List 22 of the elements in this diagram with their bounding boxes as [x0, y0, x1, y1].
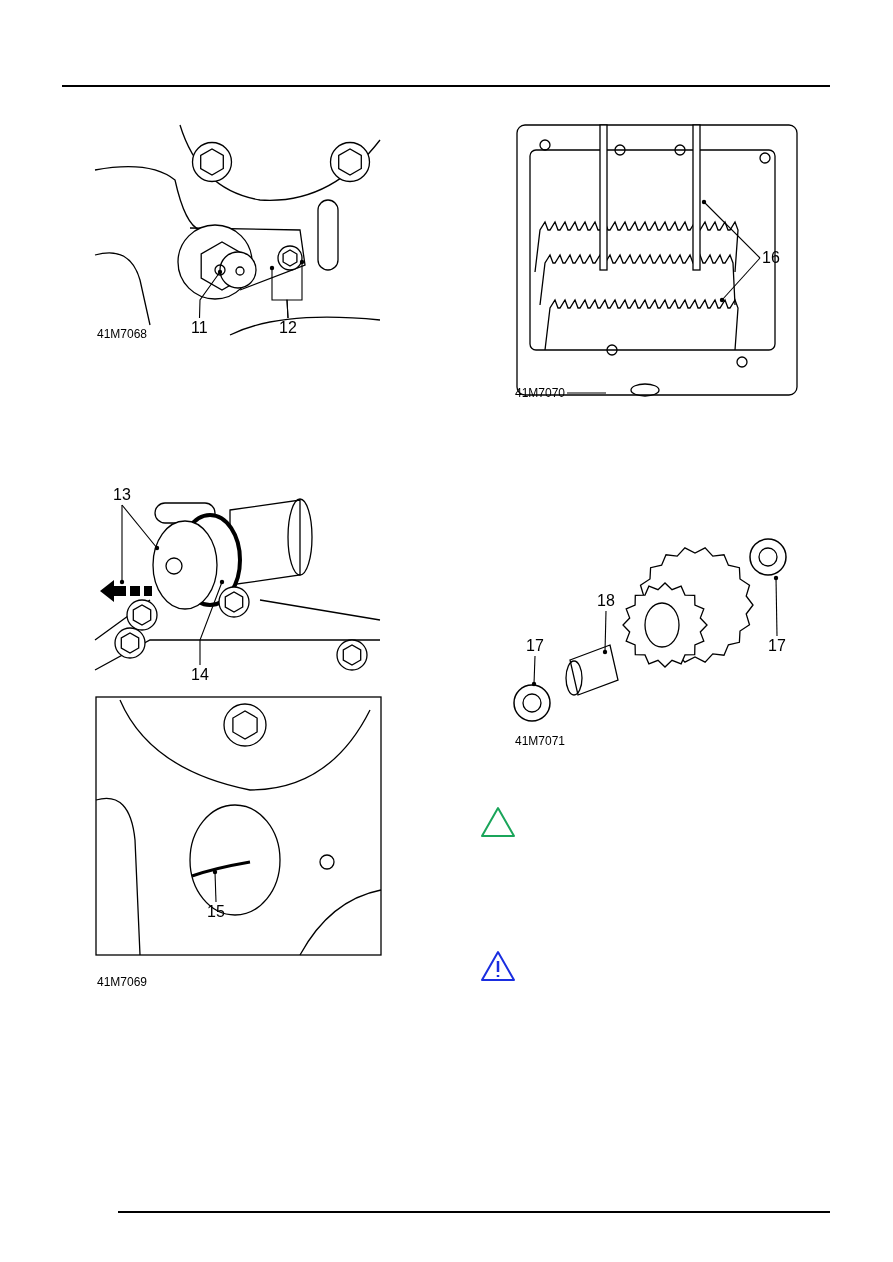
- leader-line: [719, 257, 761, 303]
- callout-number: 11: [191, 320, 208, 336]
- leader-line: [119, 504, 125, 585]
- callout-number: 18: [597, 593, 615, 609]
- leader-line: [121, 504, 160, 551]
- leader-line: [286, 259, 305, 319]
- callout-number: 13: [113, 487, 131, 503]
- leader-line: [566, 392, 607, 394]
- figure-code: 41M7071: [515, 735, 566, 747]
- leader-line: [198, 269, 223, 319]
- callout-number: 12: [279, 320, 297, 336]
- callout-number: 17: [768, 638, 786, 654]
- leader-line: [701, 199, 761, 259]
- callout-number: 14: [191, 667, 209, 683]
- leader-line: [602, 610, 608, 655]
- leader-line: [773, 575, 779, 637]
- leader-line: [531, 655, 537, 687]
- callout-number: 17: [526, 638, 544, 654]
- figure-code: 41M7068: [97, 328, 148, 340]
- leader-line: [199, 579, 225, 666]
- figure-code: 41M7069: [97, 976, 148, 988]
- leader-line: [212, 869, 218, 903]
